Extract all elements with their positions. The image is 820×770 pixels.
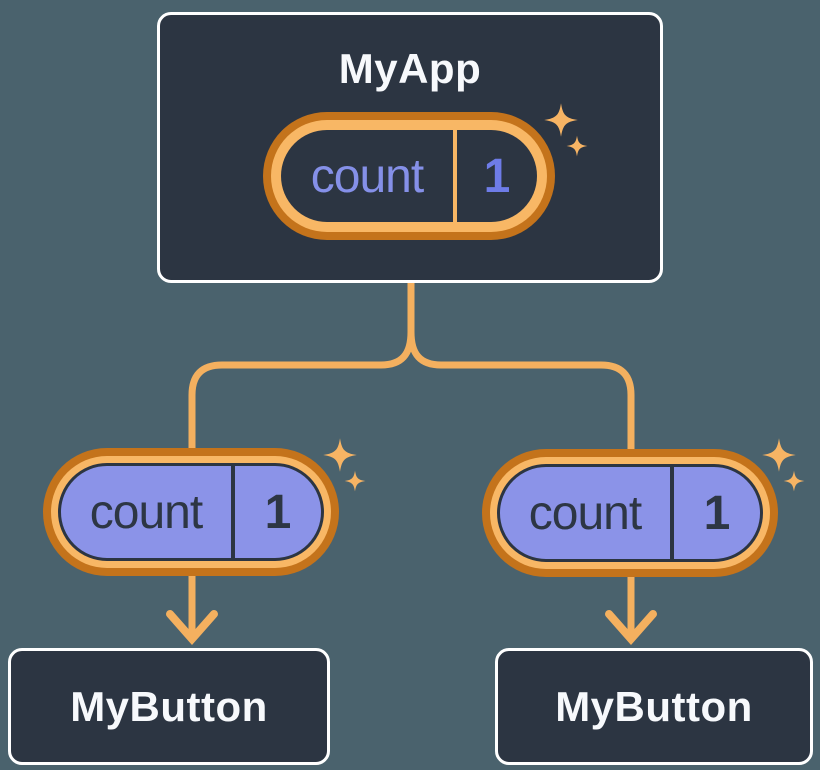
state-label-cell: count	[281, 130, 453, 222]
component-card-child: MyButton	[495, 648, 813, 765]
pill-ring: count 1	[51, 456, 331, 568]
pill-ring: count 1	[490, 457, 770, 569]
arrow-down-icon	[166, 610, 218, 646]
component-title: MyButton	[70, 682, 268, 730]
state-value: 1	[703, 486, 731, 540]
component-card-child: MyButton	[8, 648, 330, 765]
sparkle-icon	[762, 438, 796, 472]
component-title: MyApp	[338, 45, 482, 92]
state-label-cell: count	[500, 467, 670, 559]
pill-body: count 1	[281, 130, 537, 222]
state-value: 1	[264, 485, 292, 539]
state-value-cell: 1	[674, 467, 760, 559]
pill-body: count 1	[497, 464, 763, 562]
pill-divider	[453, 130, 457, 222]
state-pill-child: count 1	[43, 448, 339, 576]
state-label: count	[89, 485, 203, 539]
state-value-cell: 1	[457, 130, 537, 222]
state-value-cell: 1	[235, 466, 321, 558]
state-label-cell: count	[61, 466, 231, 558]
pill-ring: count 1	[271, 120, 547, 232]
sparkle-icon	[323, 438, 357, 472]
pill-divider	[670, 467, 674, 559]
state-label: count	[310, 149, 424, 203]
arrow-down-icon	[605, 610, 657, 646]
state-value: 1	[483, 149, 511, 203]
state-label: count	[528, 486, 642, 540]
sparkle-icon	[783, 470, 805, 492]
component-title: MyButton	[555, 682, 753, 730]
sparkle-icon	[344, 470, 366, 492]
pill-body: count 1	[58, 463, 324, 561]
state-pill-root: count 1	[263, 112, 555, 240]
state-pill-child: count 1	[482, 449, 778, 577]
